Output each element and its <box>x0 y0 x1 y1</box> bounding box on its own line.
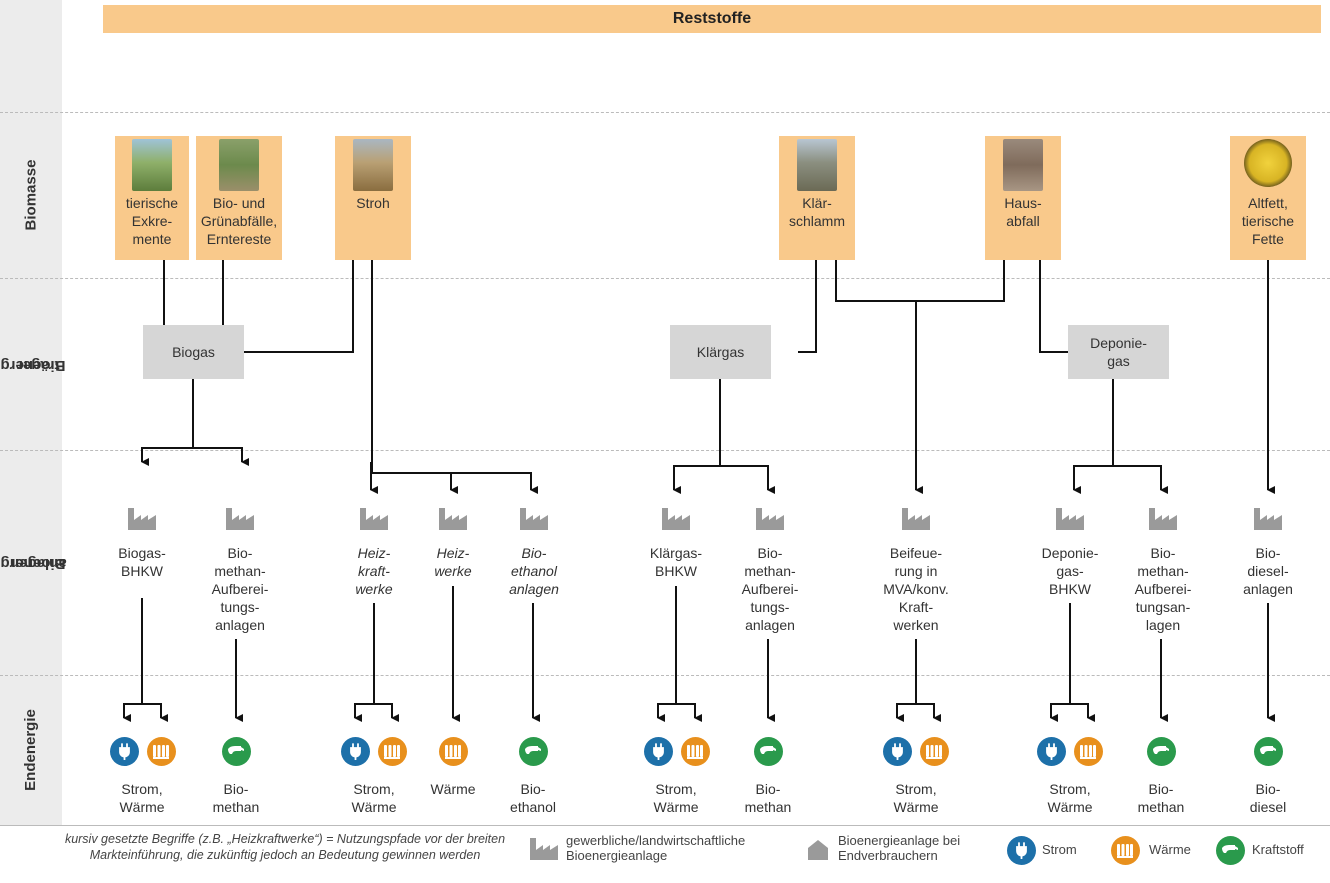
house-icon <box>808 840 828 865</box>
plant-heizwerke: Heiz-werke <box>434 545 472 579</box>
plug-icon <box>1036 737 1066 766</box>
factory-icon <box>902 508 930 535</box>
plant-deponiegas-bhkw: Deponie-gas-BHKW <box>1041 545 1099 597</box>
legend-strom-label: Strom <box>1042 842 1077 857</box>
factory-icon <box>1149 508 1177 535</box>
end-energy-label: Bio-diesel <box>1249 781 1287 815</box>
end-energy-label: Strom,Wärme <box>653 781 699 815</box>
end-energy-label: Bio-methan <box>744 781 792 815</box>
factory-icon <box>1254 508 1282 535</box>
fuel-nozzle-icon <box>518 737 548 766</box>
plant-klaergas-bhkw: Klärgas-BHKW <box>649 545 703 579</box>
plant-heizkraftwerke: Heiz-kraft-werke <box>355 545 393 597</box>
plant-biomethan-3: Bio-methan-Aufberei-tungsan-lagen <box>1134 545 1192 633</box>
carrier-biogas: Biogas <box>143 325 244 379</box>
plug-icon <box>1006 836 1036 865</box>
end-energy-label: Wärme <box>430 781 476 797</box>
biomass-hausabfall: Haus-abfall <box>985 136 1061 260</box>
row-divider <box>0 675 1330 676</box>
legend-italic-note: kursiv gesetzte Begriffe (z.B. „Heizkraf… <box>64 832 506 862</box>
fuel-nozzle-icon <box>221 737 251 766</box>
green-waste-photo-icon <box>219 139 259 191</box>
radiator-icon <box>438 737 468 766</box>
end-energy-label: Bio-methan <box>212 781 260 815</box>
end-energy-label: Strom,Wärme <box>893 781 939 815</box>
carrier-deponiegas: Deponie-gas <box>1068 325 1169 379</box>
fat-photo-icon <box>1244 139 1292 187</box>
factory-icon <box>1056 508 1084 535</box>
radiator-icon <box>919 737 949 766</box>
factory-icon <box>128 508 156 535</box>
radiator-icon <box>146 737 176 766</box>
radiator-icon <box>377 737 407 766</box>
plant-biodiesel: Bio-diesel-anlagen <box>1243 545 1293 597</box>
factory-icon <box>756 508 784 535</box>
factory-icon <box>662 508 690 535</box>
fuel-nozzle-icon <box>1215 836 1245 865</box>
plug-icon <box>882 737 912 766</box>
plug-icon <box>643 737 673 766</box>
biomass-klaerschlamm: Klär-schlamm <box>779 136 855 260</box>
legend-divider <box>0 825 1330 826</box>
fuel-nozzle-icon <box>1253 737 1283 766</box>
legend-kraftstoff-label: Kraftstoff <box>1252 842 1304 857</box>
plant-biogas-bhkw: Biogas-BHKW <box>118 545 166 579</box>
end-energy-label: Strom,Wärme <box>351 781 397 815</box>
fuel-nozzle-icon <box>753 737 783 766</box>
diagram-title: Reststoffe <box>103 5 1321 33</box>
household-waste-photo-icon <box>1003 139 1043 191</box>
row-divider <box>0 450 1330 451</box>
straw-bale-photo-icon <box>353 139 393 191</box>
factory-icon <box>439 508 467 535</box>
biomass-stroh: Stroh <box>335 136 411 260</box>
factory-icon <box>226 508 254 535</box>
end-energy-label: Strom,Wärme <box>1047 781 1093 815</box>
legend-waerme-label: Wärme <box>1149 842 1191 857</box>
radiator-icon <box>1110 836 1140 865</box>
carrier-klaergas: Klärgas <box>670 325 771 379</box>
row-divider <box>0 278 1330 279</box>
fuel-nozzle-icon <box>1146 737 1176 766</box>
end-energy-label: Bio-ethanol <box>510 781 556 815</box>
row-divider <box>0 112 1330 113</box>
end-energy-label: Strom,Wärme <box>119 781 165 815</box>
sewage-plant-photo-icon <box>797 139 837 191</box>
row-label-sidebar <box>0 0 62 825</box>
plant-biomethan-1: Bio-methan-Aufberei-tungs-anlagen <box>211 545 269 633</box>
plug-icon <box>340 737 370 766</box>
factory-icon <box>360 508 388 535</box>
plug-icon <box>109 737 139 766</box>
factory-icon <box>530 838 558 865</box>
radiator-icon <box>1073 737 1103 766</box>
factory-icon <box>520 508 548 535</box>
end-energy-label: Bio-methan <box>1137 781 1185 815</box>
cattle-photo-icon <box>132 139 172 191</box>
radiator-icon <box>680 737 710 766</box>
plant-biomethan-2: Bio-methan-Aufberei-tungs-anlagen <box>741 545 799 633</box>
